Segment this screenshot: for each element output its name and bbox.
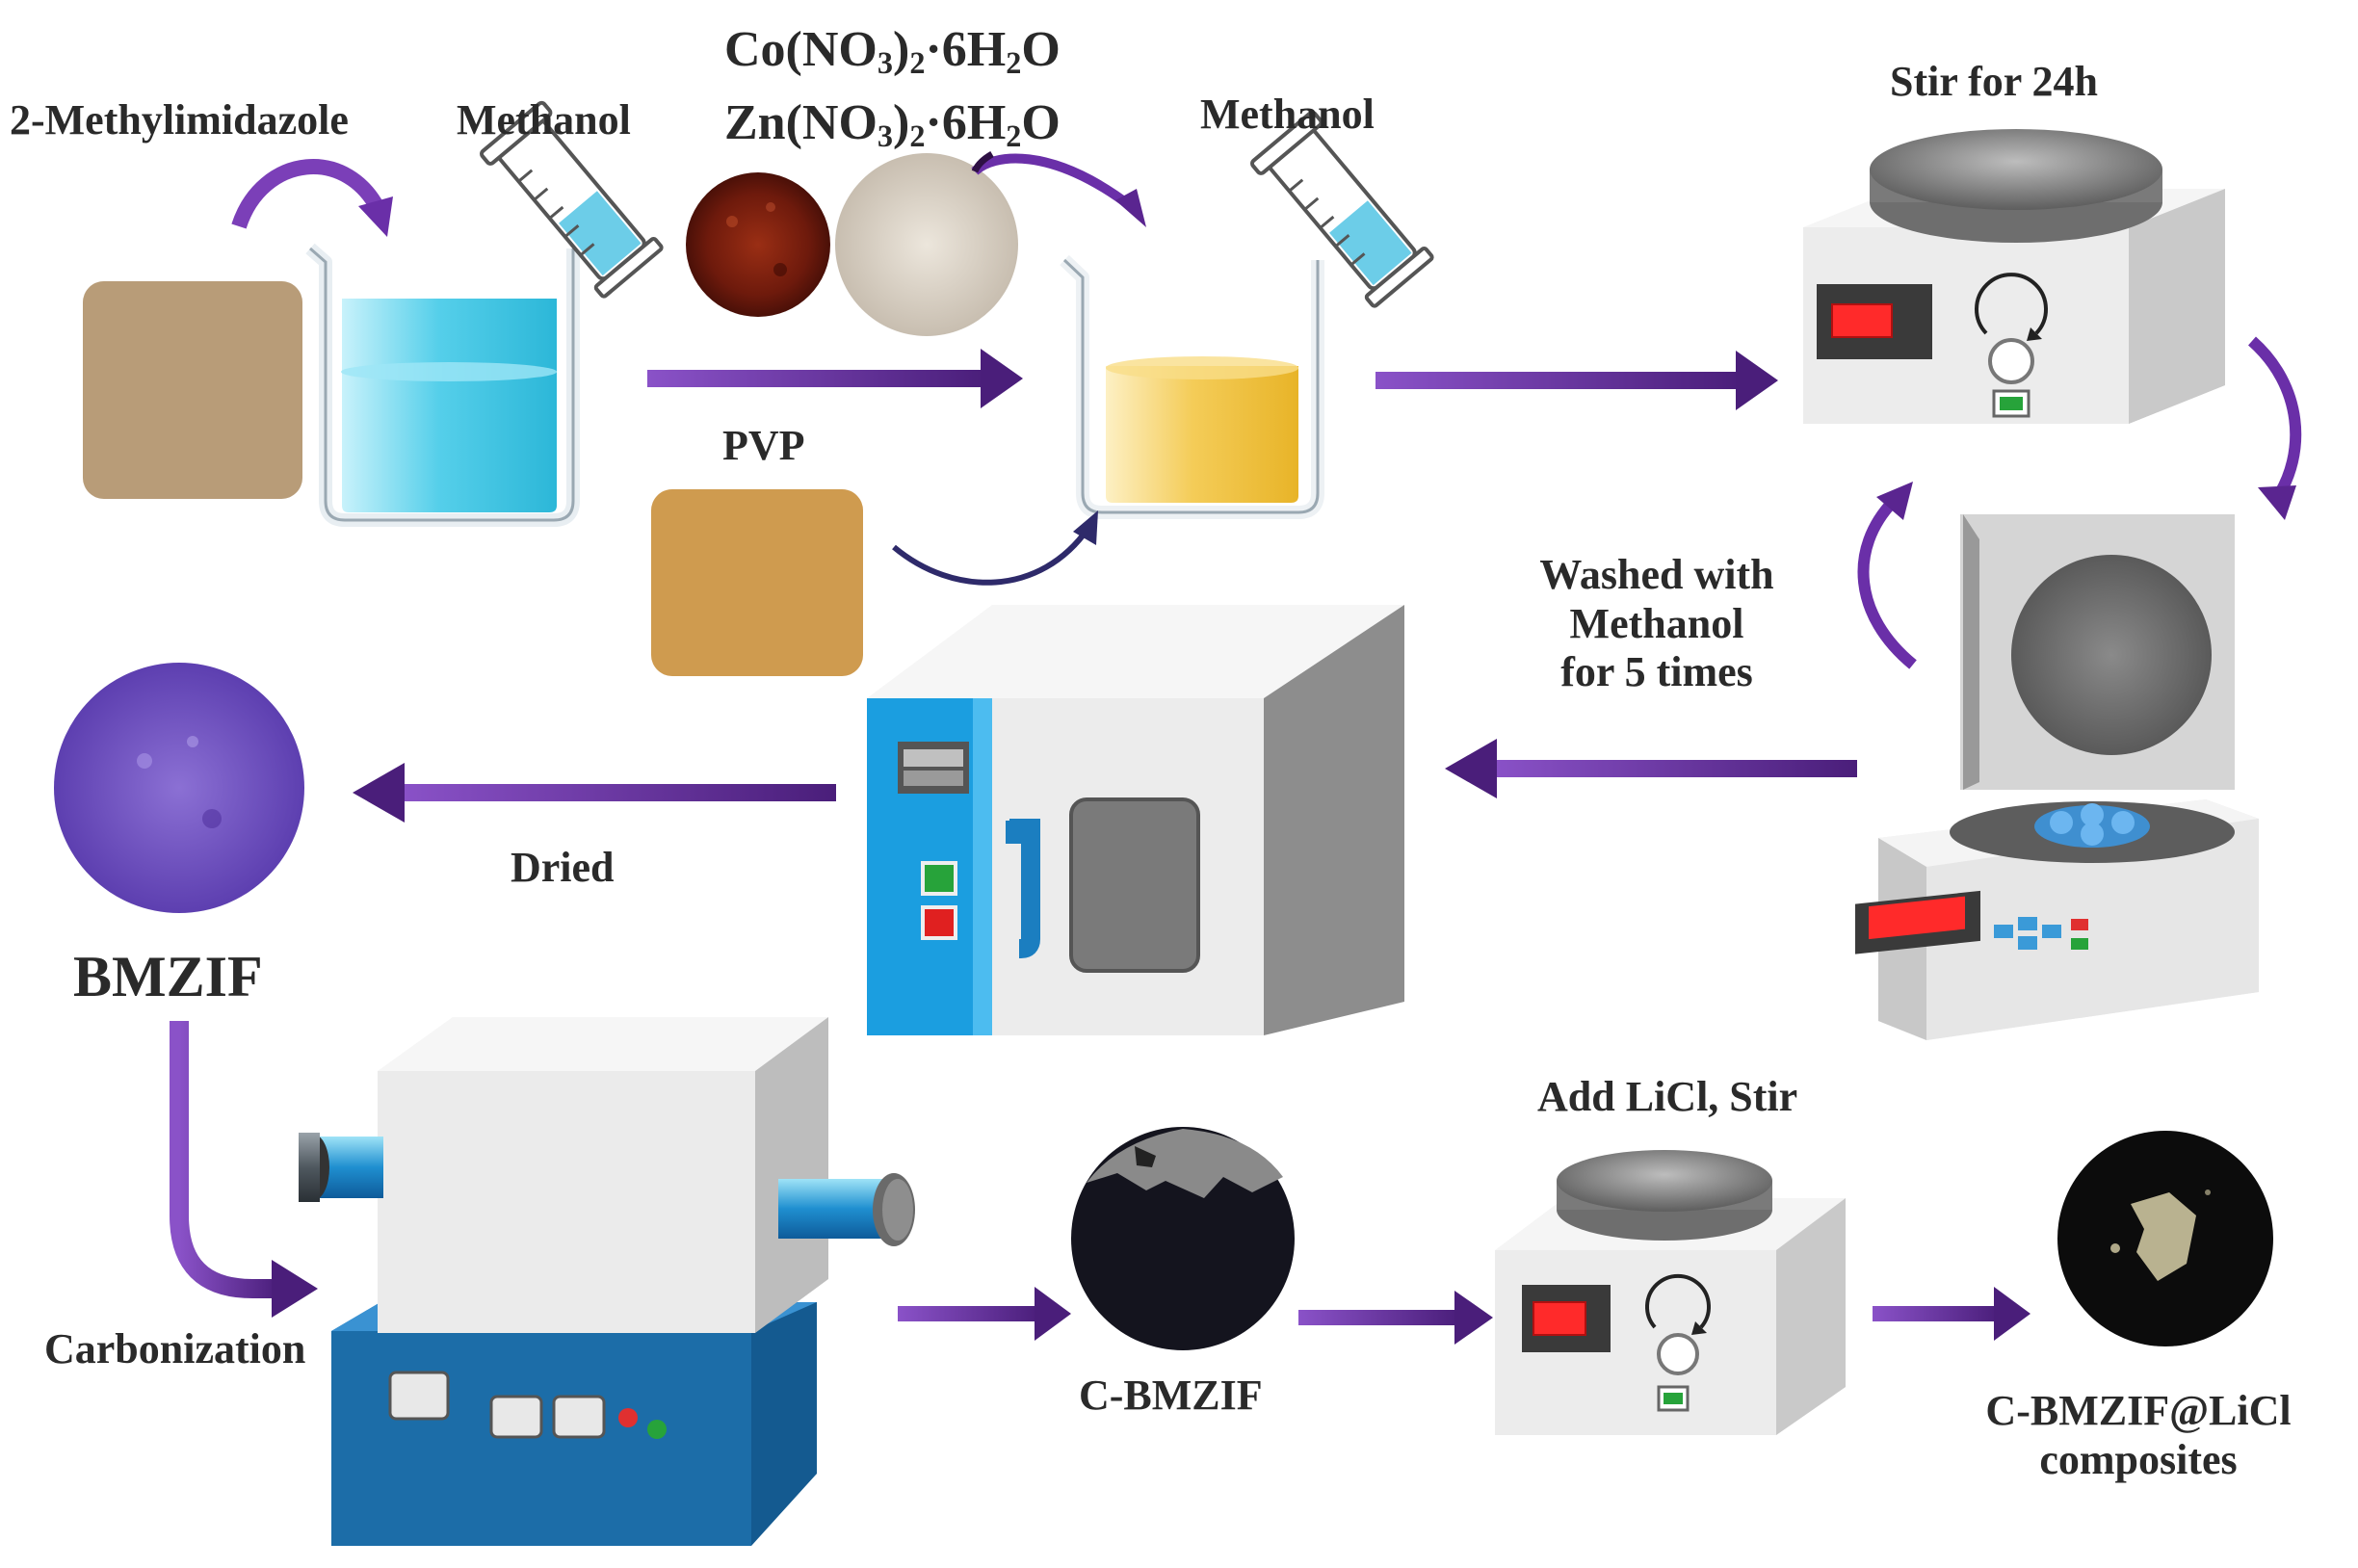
curved-arrow-icon [892,526,1091,586]
tube-furnace-icon [299,1017,915,1546]
cobalt-nitrate-powder [686,172,830,317]
c-bmzif-powder [1071,1127,1295,1350]
curved-arrow-icon [231,159,388,229]
flow-arrow [1873,1287,2030,1341]
bmzif-powder [54,663,304,913]
flow-arrow [898,1287,1071,1341]
beaker-blue-icon [305,243,580,527]
label-composite: C-BMZIF@LiCl composites [1985,1387,2292,1483]
label-stir: Stir for 24h [1890,58,2098,105]
label-bmzif: BMZIF [73,945,263,1008]
label-pvp: PVP [722,422,805,469]
label-carbonization: Carbonization [44,1325,306,1372]
flow-arrow [1298,1291,1493,1345]
label-cobalt-nitrate: Co(NO3)2·6H2O [724,22,1061,81]
magnetic-stirrer-icon [1495,1150,1846,1435]
label-dried: Dried [511,844,615,891]
flow-arrow [353,763,836,823]
beaker-yellow-icon [1060,254,1324,519]
centrifuge-icon [1855,514,2259,1040]
label-washed: Washed with Methanol for 5 times [1539,551,1774,696]
curved-arrow-icon [1857,496,1917,669]
zinc-nitrate-powder [835,153,1018,336]
flow-arrow [1445,739,1857,798]
flow-arrow [170,1021,318,1318]
flow-arrow [647,349,1023,408]
magnetic-stirrer-icon [1803,129,2225,424]
composite-powder [2057,1131,2273,1346]
label-c-bmzif: C-BMZIF [1079,1372,1263,1419]
curved-arrow-icon [2247,336,2302,505]
label-zinc-nitrate: Zn(NO3)2·6H2O [724,95,1061,154]
graduated-cylinder-icon [1250,110,1434,308]
label-methanol: Methanol [457,96,631,144]
flow-arrow [1376,351,1778,410]
label-methylimidazole: 2-Methylimidazole [10,96,349,144]
graduated-cylinder-icon [480,100,664,299]
pvp-powder [651,489,863,676]
label-methanol: Methanol [1200,91,1375,138]
label-add-licl: Add LiCl, Stir [1537,1073,1798,1120]
methylimidazole-powder [83,281,302,499]
drying-oven-icon [867,605,1404,1035]
curved-arrow-icon [971,153,1136,211]
